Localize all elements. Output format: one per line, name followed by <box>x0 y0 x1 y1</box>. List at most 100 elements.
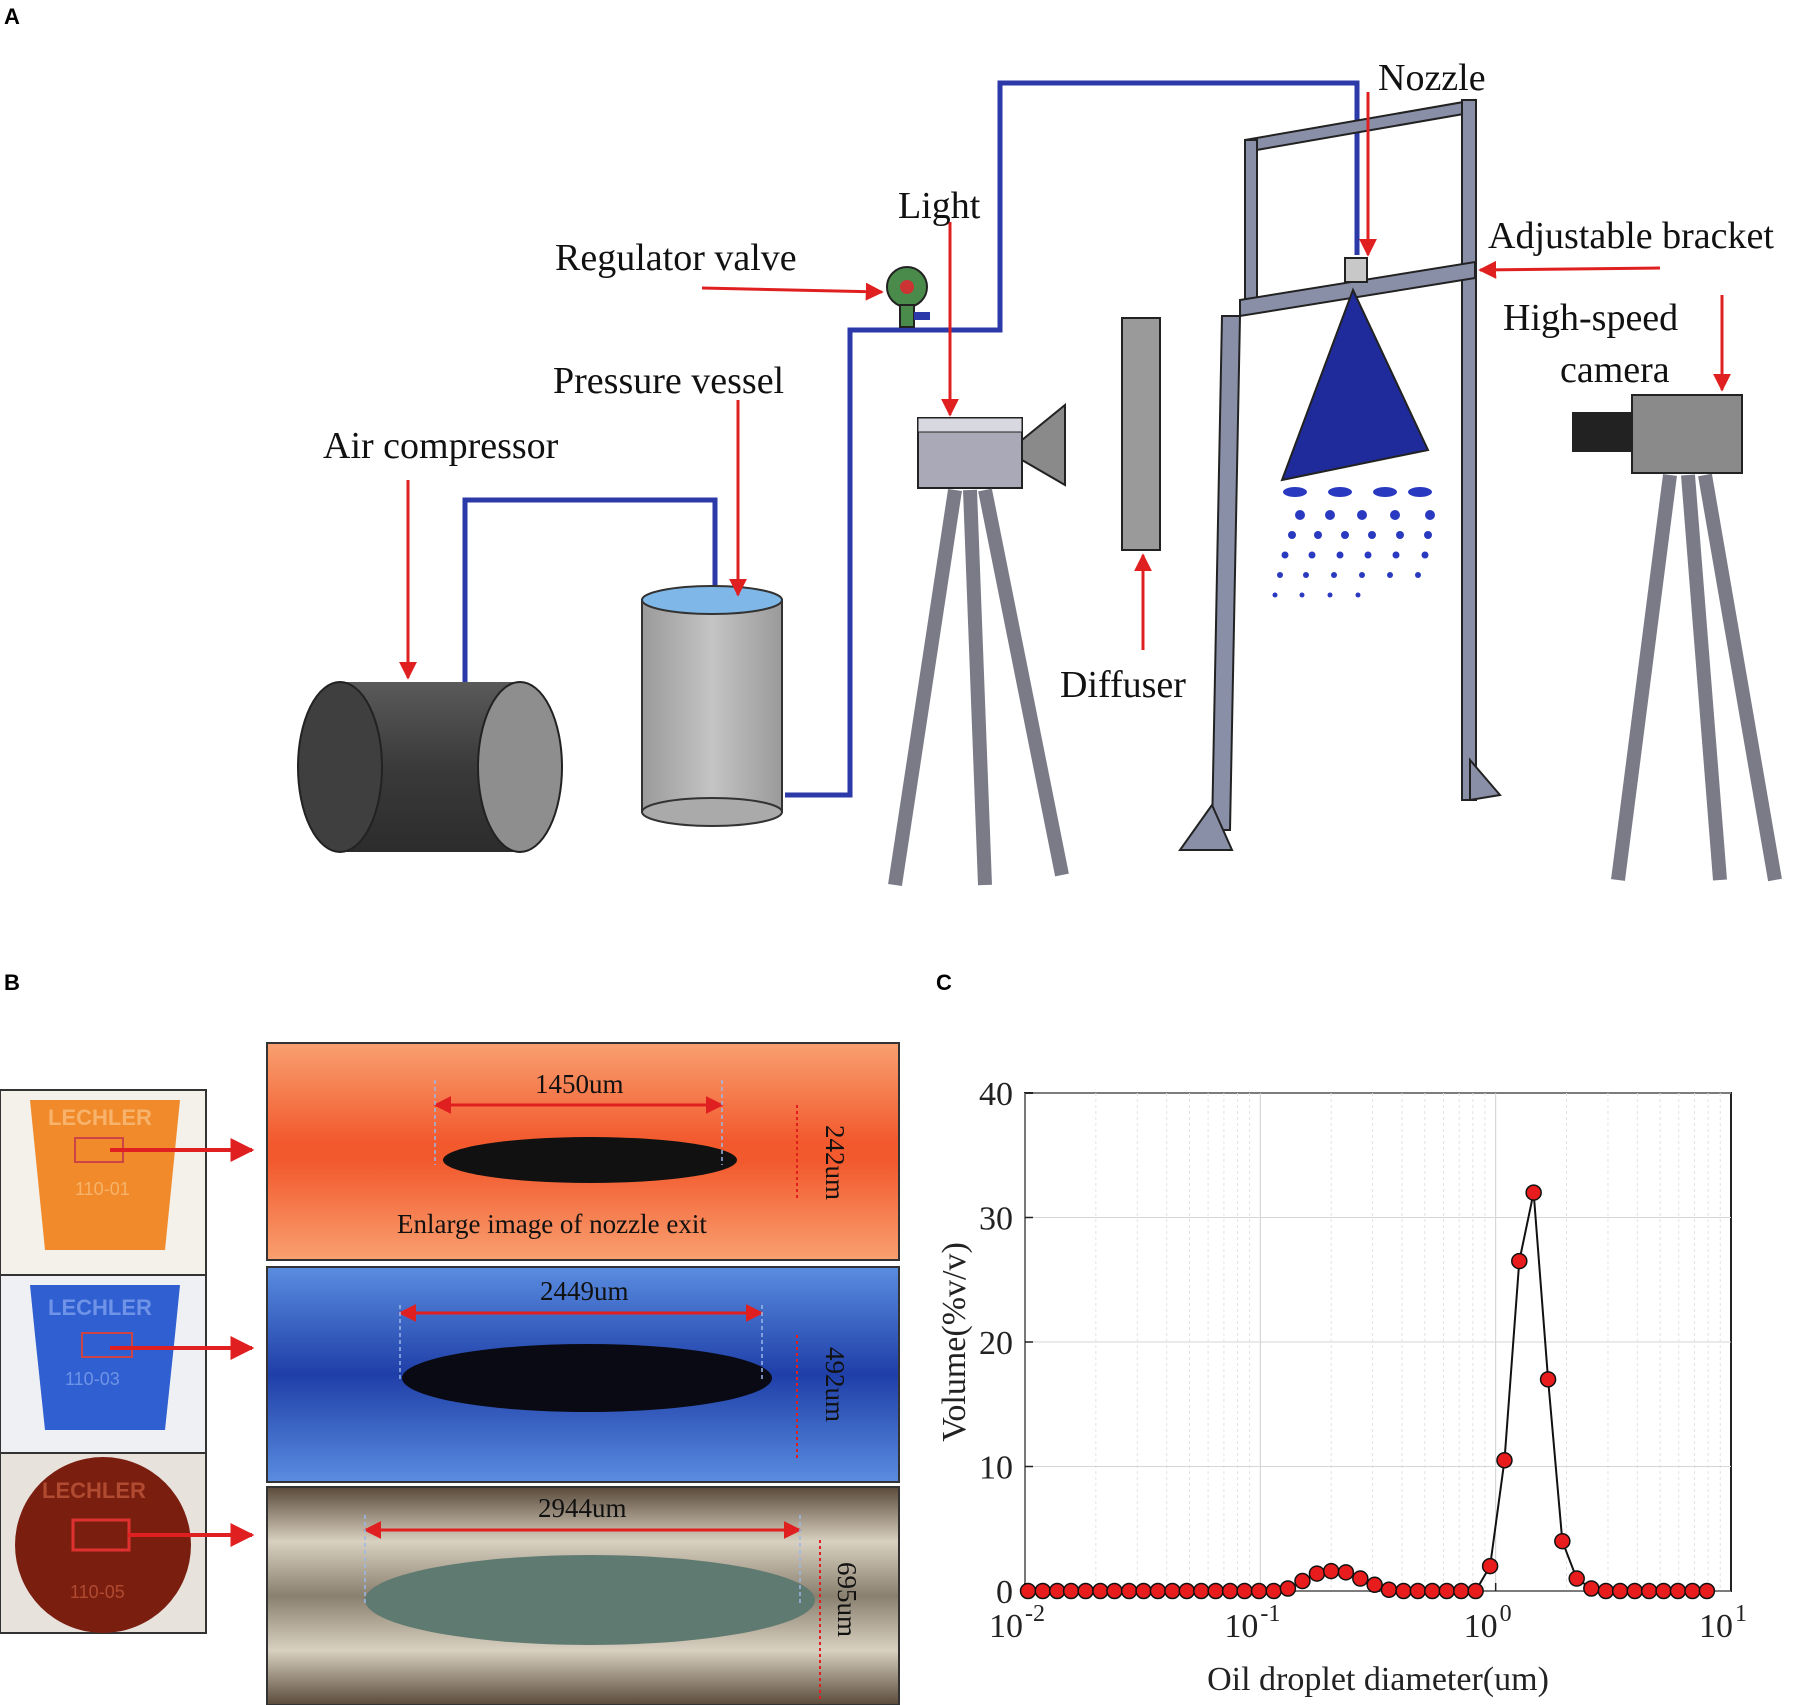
enlarged-exit-110-03: 2449um 492um <box>266 1266 900 1483</box>
droplet <box>1325 510 1335 520</box>
droplet <box>1368 531 1376 539</box>
orifice <box>443 1137 737 1183</box>
y-tick-label: 40 <box>979 1076 1013 1113</box>
spray-droplets <box>1272 487 1435 598</box>
nozzle-tips-column: LECHLER 110-01 LECHLER 110-03 LECHLER 11… <box>0 1089 207 1634</box>
data-point <box>1597 1582 1615 1600</box>
data-point <box>1568 1570 1585 1587</box>
data-point <box>1135 1582 1152 1600</box>
droplet <box>1327 592 1333 598</box>
droplet <box>1373 487 1397 497</box>
droplet <box>1341 531 1349 539</box>
air-compressor <box>297 681 563 853</box>
data-point <box>1554 1532 1571 1550</box>
data-point <box>1048 1582 1066 1600</box>
data-point <box>1106 1582 1123 1600</box>
data-point <box>1034 1582 1052 1600</box>
tip-code-text: 110-03 <box>65 1369 120 1389</box>
droplet <box>1396 531 1404 539</box>
data-point <box>1611 1582 1629 1600</box>
y-tick-label: 0 <box>996 1574 1013 1611</box>
label-air-compressor: Air compressor <box>323 425 559 467</box>
data-point <box>1322 1562 1340 1580</box>
data-point <box>1337 1564 1355 1581</box>
width-label: 1450um <box>535 1069 624 1099</box>
droplet <box>1272 592 1278 598</box>
droplet <box>1424 531 1432 539</box>
label-light: Light <box>898 185 981 227</box>
high-speed-camera <box>1572 394 1782 882</box>
diffuser-panel <box>1121 317 1161 551</box>
nozzle-tip-110-01: LECHLER 110-01 <box>0 1089 207 1276</box>
data-point <box>1352 1570 1369 1587</box>
x-tick-label: 100 <box>1464 1601 1512 1645</box>
x-tick-label: 10-1 <box>1224 1601 1280 1645</box>
data-point <box>1164 1582 1181 1600</box>
data-point <box>1452 1582 1470 1600</box>
data-point <box>1221 1582 1239 1600</box>
pressure-vessel <box>641 585 783 827</box>
image-caption: Enlarge image of nozzle exit <box>397 1209 707 1239</box>
data-point <box>1496 1452 1513 1469</box>
droplet <box>1283 487 1307 497</box>
panel-letter-b: B <box>4 970 20 995</box>
tip-brand-text: LECHLER <box>48 1295 152 1320</box>
orifice <box>402 1344 772 1412</box>
y-tick-label: 30 <box>979 1201 1013 1238</box>
data-point <box>1395 1582 1412 1600</box>
orifice <box>365 1555 815 1645</box>
droplet <box>1408 487 1432 497</box>
height-label: 242um <box>820 1125 850 1200</box>
width-label: 2944um <box>538 1493 627 1523</box>
tip-code-text: 110-05 <box>70 1582 125 1602</box>
data-point <box>1525 1184 1542 1201</box>
droplet <box>1364 551 1372 559</box>
data-point <box>1279 1580 1297 1597</box>
tip-brand-text: LECHLER <box>42 1478 146 1503</box>
data-point <box>1207 1582 1224 1600</box>
droplet <box>1303 572 1309 578</box>
label-pressure-vessel: Pressure vessel <box>553 360 784 402</box>
data-point <box>1193 1582 1210 1600</box>
data-point <box>1366 1576 1383 1594</box>
data-point <box>1438 1582 1456 1600</box>
x-tick-label: 101 <box>1699 1601 1747 1645</box>
label-adjustable-bracket: Adjustable bracket <box>1488 215 1774 257</box>
droplet <box>1357 510 1367 520</box>
data-point <box>1684 1582 1701 1600</box>
data-point <box>1236 1582 1253 1600</box>
callout-arrows <box>399 92 1731 680</box>
data-point <box>1698 1582 1716 1600</box>
setup-diagram: Nozzle Light Regulator valve Adjustable … <box>297 57 1782 887</box>
droplet <box>1421 551 1429 559</box>
droplet <box>1392 551 1400 559</box>
label-diffuser: Diffuser <box>1060 664 1186 706</box>
data-point <box>1019 1582 1037 1600</box>
droplet <box>1288 531 1296 539</box>
droplet <box>1415 572 1421 578</box>
droplet <box>1308 551 1316 559</box>
data-point <box>1062 1582 1080 1600</box>
data-point <box>1120 1582 1138 1600</box>
droplet <box>1336 551 1344 559</box>
tip-to-image-arrows <box>110 1138 255 1547</box>
droplet <box>1331 572 1337 578</box>
label-nozzle: Nozzle <box>1378 57 1486 99</box>
data-point <box>1380 1581 1398 1599</box>
label-regulator-valve: Regulator valve <box>555 237 797 279</box>
droplet <box>1425 510 1435 520</box>
tip-code-text: 110-01 <box>75 1179 130 1199</box>
data-point <box>1409 1582 1427 1600</box>
data-point <box>1583 1580 1600 1597</box>
droplet <box>1355 592 1361 598</box>
data-point <box>1539 1371 1557 1388</box>
data-point <box>1294 1572 1311 1590</box>
droplet <box>1314 531 1322 539</box>
droplet <box>1328 487 1352 497</box>
pipe-lines <box>462 80 1360 798</box>
x-axis-label: Oil droplet diameter(um) <box>1207 1661 1549 1698</box>
data-point <box>1511 1252 1528 1270</box>
